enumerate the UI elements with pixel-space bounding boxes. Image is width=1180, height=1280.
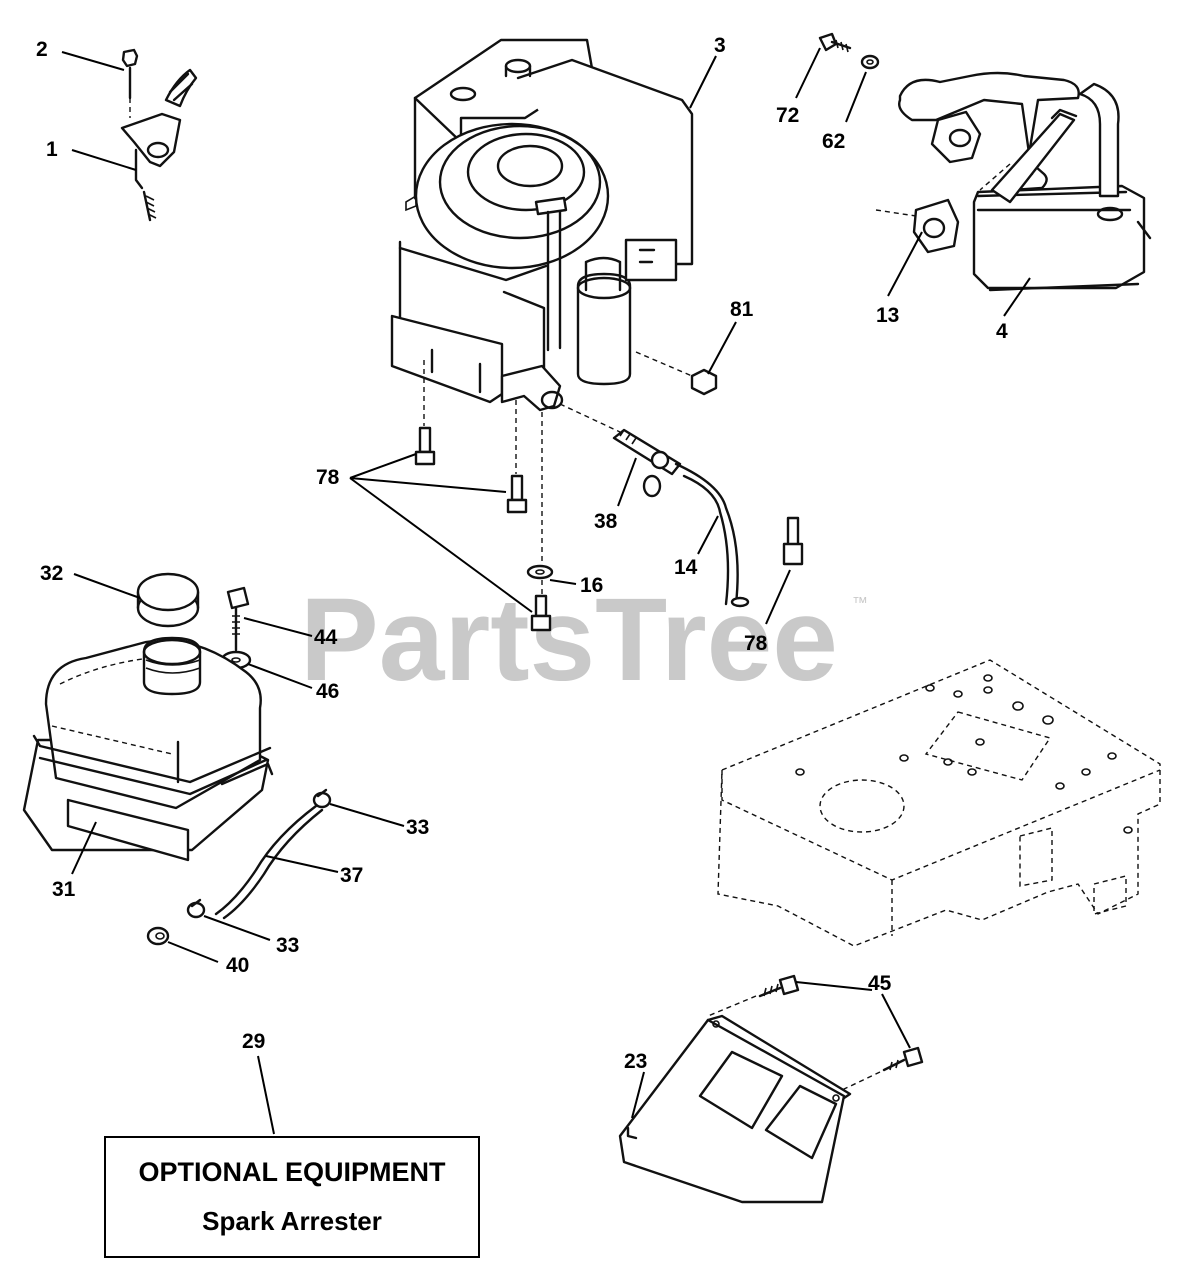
fuel-line-37: [214, 804, 324, 920]
muffler-assembly: [818, 32, 1152, 292]
spark-arrester-label: Spark Arrester: [202, 1206, 382, 1236]
callout-2: 2: [36, 38, 48, 61]
callout-81: 81: [730, 298, 754, 321]
callout-78-left: 78: [316, 466, 340, 489]
throttle-control: [120, 48, 198, 222]
callout-72: 72: [776, 104, 799, 127]
grommet-40: [146, 926, 170, 946]
callout-29: 29: [242, 1030, 265, 1053]
callout-44: 44: [314, 626, 338, 649]
callout-45: 45: [868, 972, 892, 995]
callout-1: 1: [46, 138, 58, 161]
callout-33-lower: 33: [276, 934, 299, 957]
optional-equipment-heading: OPTIONAL EQUIPMENT: [138, 1157, 446, 1187]
callout-37: 37: [340, 864, 363, 887]
callout-14: 14: [674, 556, 698, 579]
callout-46: 46: [316, 680, 339, 703]
clamp-33-lower: [186, 898, 206, 919]
callout-31: 31: [52, 878, 76, 901]
bolts-78: [414, 360, 804, 632]
callout-62: 62: [822, 130, 845, 153]
callout-4: 4: [996, 320, 1008, 343]
callout-38: 38: [594, 510, 618, 533]
nut-81: [635, 351, 718, 396]
fuel-cap: [136, 572, 200, 628]
leader-lines: [61, 47, 1031, 1135]
callout-13: 13: [876, 304, 899, 327]
bolt-44: [226, 586, 250, 652]
watermark: PartsTree: [300, 574, 838, 706]
trademark: ™: [852, 595, 868, 612]
clamp-33-upper: [312, 788, 332, 809]
optional-equipment-box: OPTIONAL EQUIPMENT Spark Arrester: [104, 1136, 480, 1258]
heat-shield: [618, 1014, 852, 1204]
callout-33-upper: 33: [406, 816, 429, 839]
fuel-filter: [612, 428, 682, 498]
callouts: 2 1 3 72 62 13 4 81 78 38 14 16 78 32 44…: [36, 34, 1008, 1073]
fuel-line-14: [674, 462, 750, 608]
bolts-45: [707, 974, 924, 1091]
callout-3: 3: [714, 34, 726, 57]
callout-16: 16: [580, 574, 603, 597]
engine: [390, 38, 694, 412]
callout-40: 40: [226, 954, 249, 977]
chassis-plate: [717, 659, 1161, 947]
washer-16: [526, 564, 554, 580]
fuel-tank: [22, 636, 274, 862]
callout-23: 23: [624, 1050, 647, 1073]
callout-78-right: 78: [744, 632, 768, 655]
callout-32: 32: [40, 562, 63, 585]
